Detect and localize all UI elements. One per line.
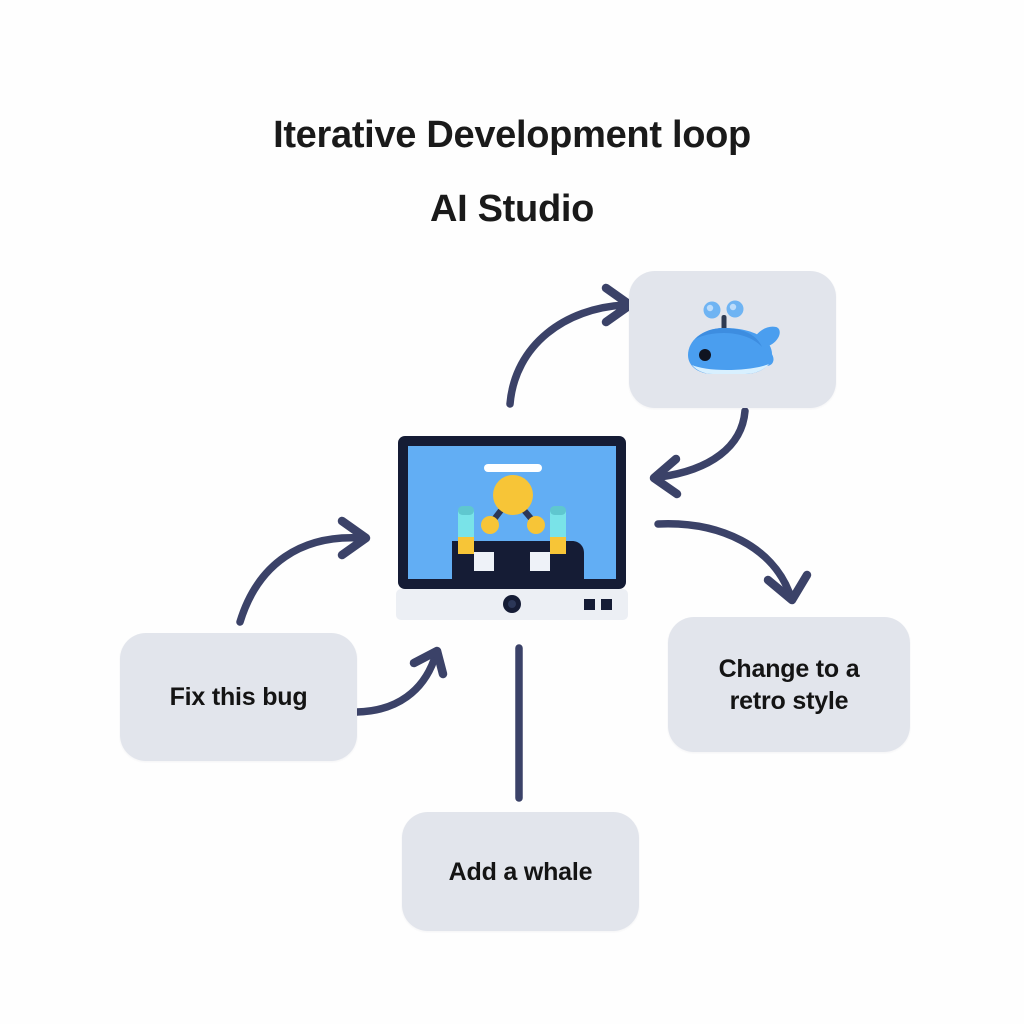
- prompt-retro-label: Change to a retro style: [705, 653, 874, 717]
- arrow-left-to-monitor-icon: [236, 516, 371, 626]
- arrow-fix-to-monitor-icon: [353, 646, 448, 716]
- arrow-monitor-to-retro-icon: [654, 520, 812, 605]
- node-ai-studio-monitor[interactable]: [396, 434, 628, 624]
- whale-icon: [687, 300, 780, 374]
- desktop-monitor-icon: [396, 436, 628, 620]
- title-line-2: AI Studio: [429, 188, 595, 230]
- arrow-whale-to-monitor-icon: [649, 407, 749, 499]
- node-prompt-change-retro-style[interactable]: Change to a retro style: [668, 617, 910, 752]
- prompt-retro-line-2: retro style: [729, 686, 849, 715]
- arrow-monitor-to-whale-icon: [506, 283, 635, 408]
- node-prompt-fix-this-bug[interactable]: Fix this bug: [120, 633, 357, 761]
- prompt-retro-line-1: Change to a: [718, 654, 860, 683]
- prompt-fix-label: Fix this bug: [169, 683, 308, 711]
- page-title: Iterative Development loop AI Studio: [0, 98, 1024, 246]
- title-line-1: Iterative Development loop: [273, 114, 751, 156]
- prompt-add-label: Add a whale: [448, 857, 593, 886]
- node-whale-output[interactable]: [629, 271, 836, 408]
- node-prompt-add-a-whale[interactable]: Add a whale: [402, 812, 639, 931]
